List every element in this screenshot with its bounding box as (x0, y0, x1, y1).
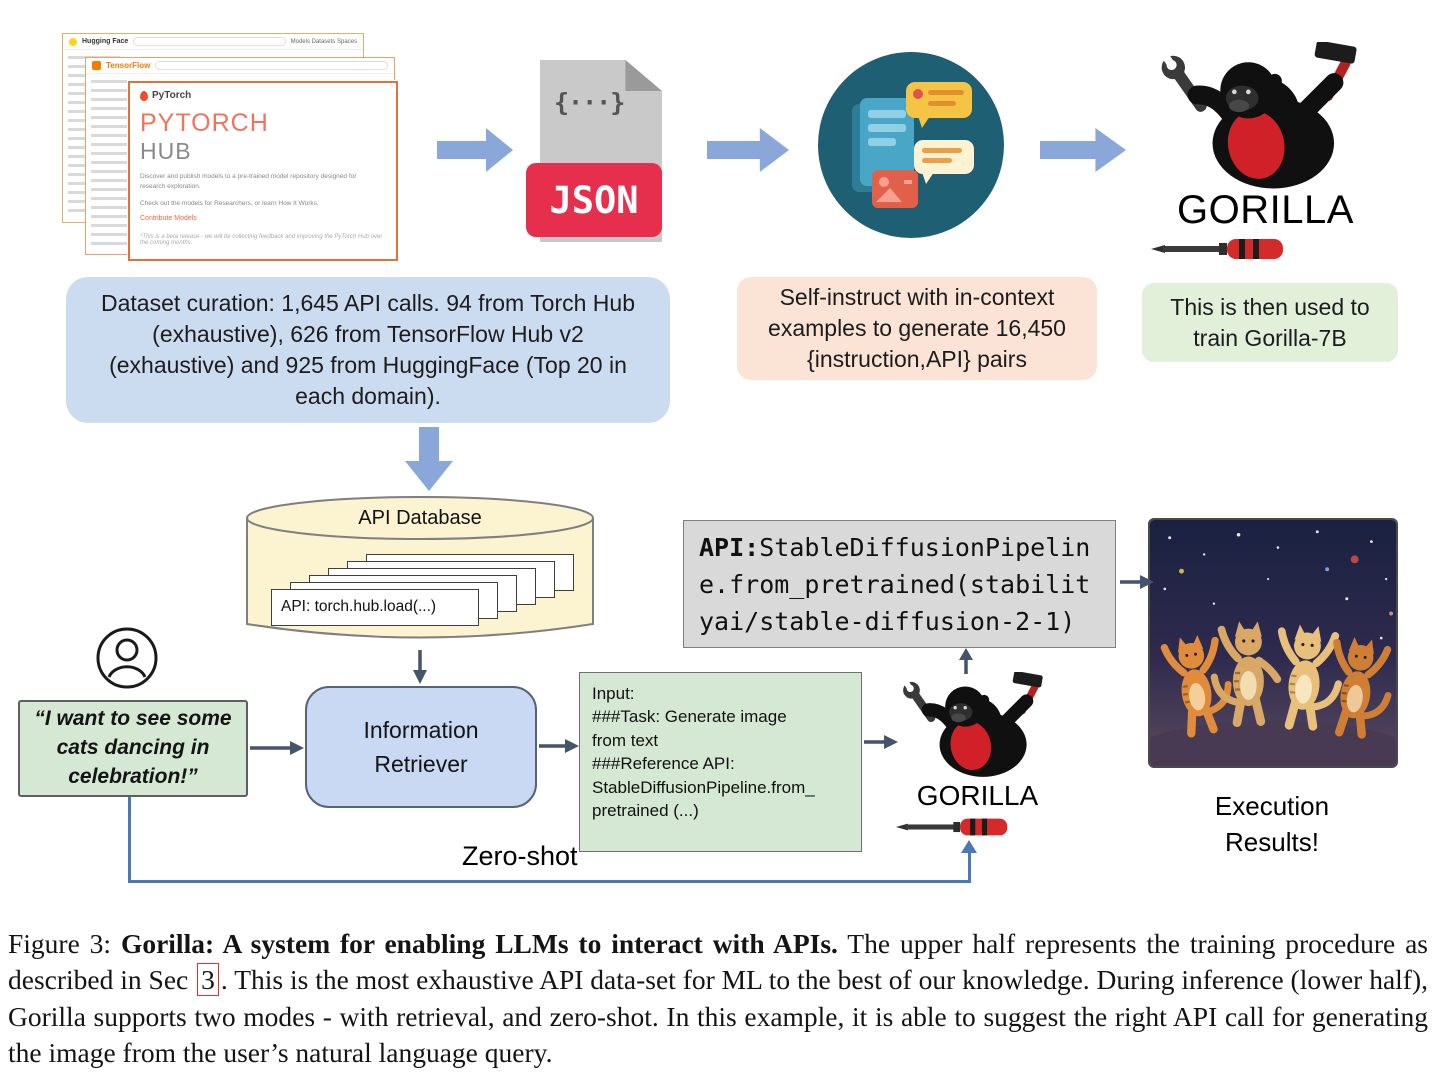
dataset-curation-box: Dataset curation: 1,645 API calls. 94 fr… (66, 277, 670, 423)
flow-arrow-dataset-to-database (405, 427, 453, 491)
huggingface-search-input[interactable] (133, 37, 286, 46)
information-retriever-box: Information Retriever (305, 686, 537, 808)
huggingface-nav[interactable]: Models Datasets Spaces (290, 38, 357, 45)
generated-cats-image (1148, 518, 1398, 768)
pytorch-beta-note: *This is a beta release - we will be col… (140, 234, 383, 247)
arrow-retriever-to-prompt (539, 738, 579, 754)
prompt-line: Input: (592, 684, 635, 703)
api-call-line: API:StableDiffusionPipelin (699, 533, 1091, 562)
pytorch-description-2: Check out the models for Researchers, or… (140, 199, 319, 207)
caption-text-a: The upper half represents the training p… (8, 928, 1428, 996)
api-call-line: e.from_pretrained(stabilit (699, 570, 1091, 599)
section-ref-link[interactable]: 3 (197, 963, 219, 997)
api-card-text: API: torch.hub.load(...) (281, 598, 437, 615)
caption-text-b: . This is the most exhaustive API data-s… (8, 964, 1428, 1068)
api-database-title: API Database (358, 507, 482, 529)
figure-caption: Figure 3: Gorilla: A system for enabling… (8, 926, 1428, 1071)
screwdriver-icon-inference (896, 816, 1014, 838)
huggingface-brand: Hugging Face (82, 38, 129, 45)
huggingface-logo-icon (69, 37, 77, 46)
api-call-prefix: API: (699, 533, 760, 562)
api-call-box: API:StableDiffusionPipelin e.from_pretra… (683, 520, 1116, 648)
gorilla-icon-inference (890, 672, 1065, 778)
self-instruct-icon (818, 52, 1004, 238)
arrow-gorilla-to-api-call (958, 648, 974, 674)
flow-arrow-json-to-selfinstruct (707, 126, 789, 174)
json-braces-glyph: {···} (554, 88, 625, 117)
prompt-line: ###Reference API: (592, 754, 735, 774)
pytorch-description-1: Discover and publish models to a pre-tra… (140, 173, 357, 190)
self-instruct-box: Self-instruct with in-context examples t… (737, 277, 1097, 380)
prompt-line: ###Task: Generate image (592, 707, 787, 727)
caption-figure-number: Figure 3: (8, 928, 121, 959)
prompt-box: Input: ###Task: Generate image from text… (579, 672, 862, 852)
json-file-icon: {···} JSON (526, 60, 662, 242)
pytorch-brand: PyTorch (152, 90, 192, 101)
api-card-front: API: torch.hub.load(...) (271, 589, 479, 626)
prompt-line: pretrained (...) (592, 801, 699, 821)
zero-shot-line-vertical-right (968, 851, 971, 882)
pytorch-flame-icon (140, 90, 148, 101)
user-query-box: “I want to see some cats dancing in cele… (18, 700, 248, 797)
pytorch-hub-subheading: HUB (140, 138, 192, 164)
zero-shot-arrowhead (961, 840, 977, 853)
tensorflow-brand: TensorFlow (106, 61, 151, 70)
api-call-line: yai/stable-diffusion-2-1) (699, 607, 1076, 636)
gorilla-icon (1138, 42, 1393, 190)
caption-bold-title: Gorilla: A system for enabling LLMs to i… (120, 928, 838, 959)
prompt-line: from text (592, 730, 659, 750)
user-icon (95, 626, 159, 690)
train-gorilla-box: This is then used to train Gorilla-7B (1142, 283, 1398, 362)
huggingface-topbar: Hugging Face Models Datasets Spaces (63, 34, 363, 50)
api-database: API Database API: torch.hub.load(...) (245, 494, 595, 650)
pytorch-hub-window: PyTorch PYTORCH HUB Discover and publish… (128, 81, 398, 261)
model-hub-screenshots: Hugging Face Models Datasets Spaces Tens… (55, 26, 405, 268)
tensorflow-search-input[interactable] (155, 61, 388, 70)
zero-shot-line-vertical-left (128, 797, 131, 882)
arrow-query-to-retriever (250, 740, 304, 756)
json-badge-label: JSON (526, 163, 662, 237)
gorilla-wordmark-inference: GORILLA (916, 780, 1039, 811)
flow-arrow-hubs-to-json (437, 126, 513, 174)
flow-arrow-selfinstruct-to-gorilla (1040, 126, 1126, 174)
execution-results-label: Execution Results! (1214, 791, 1330, 858)
gorilla-wordmark: GORILLA (1177, 188, 1354, 232)
zero-shot-line-horizontal (128, 880, 971, 883)
arrow-prompt-to-gorilla (864, 734, 898, 750)
pytorch-logo: PyTorch (140, 90, 386, 101)
arrow-database-to-retriever (412, 650, 428, 684)
tensorflow-topbar: TensorFlow (86, 58, 394, 74)
zero-shot-label: Zero-shot (462, 841, 578, 871)
contribute-models-link[interactable]: Contribute Models (140, 215, 197, 223)
prompt-line: StableDiffusionPipeline.from_ (592, 777, 815, 797)
arrow-api-call-to-image (1120, 574, 1154, 590)
pytorch-hub-heading: PYTORCH (140, 109, 269, 137)
tensorflow-logo-icon (92, 61, 101, 70)
screwdriver-icon (1150, 236, 1292, 262)
